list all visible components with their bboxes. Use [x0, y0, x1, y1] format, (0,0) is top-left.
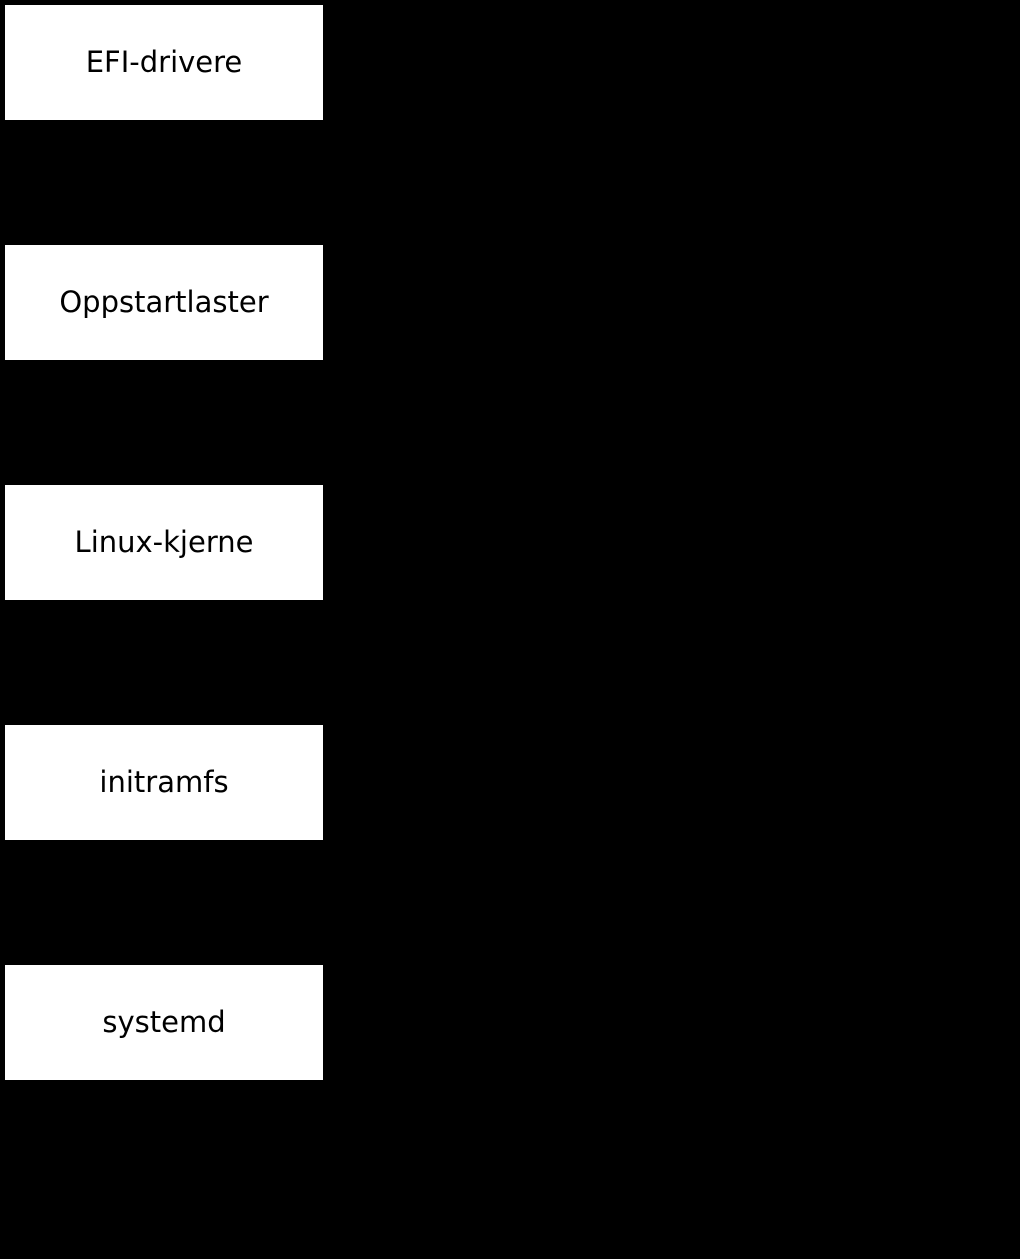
- node-label: Linux-kjerne: [74, 525, 254, 559]
- node-initramfs: initramfs: [5, 725, 323, 840]
- node-oppstartlaster: Oppstartlaster: [5, 245, 323, 360]
- node-label: Oppstartlaster: [59, 285, 269, 319]
- node-systemd: systemd: [5, 965, 323, 1080]
- node-linux-kjerne: Linux-kjerne: [5, 485, 323, 600]
- node-label: systemd: [102, 1005, 226, 1039]
- node-label: EFI-drivere: [85, 45, 243, 79]
- node-efi-drivere: EFI-drivere: [5, 5, 323, 120]
- node-label: initramfs: [99, 765, 229, 799]
